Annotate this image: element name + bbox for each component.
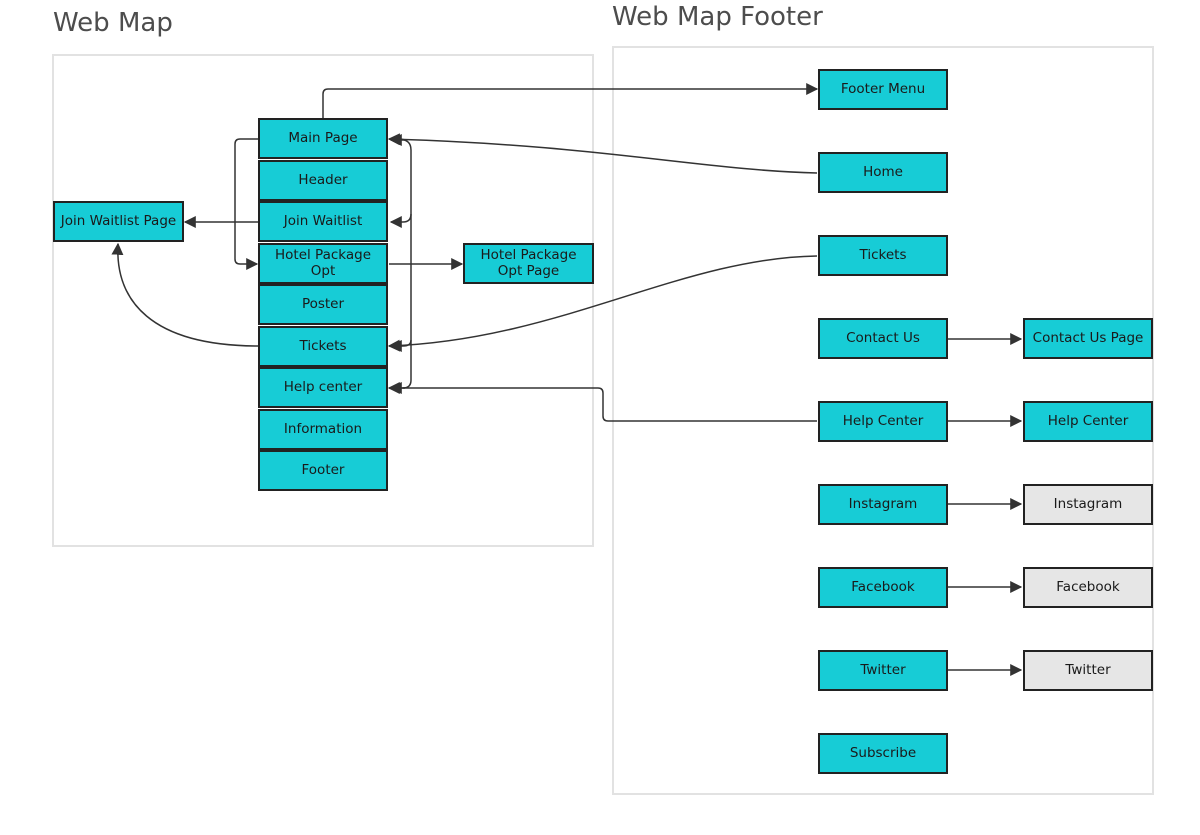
node-hotel-package-opt-page[interactable]: Hotel Package Opt Page [463, 243, 594, 284]
node-hotel-package-opt[interactable]: Hotel Package Opt [258, 243, 388, 284]
node-tickets[interactable]: Tickets [258, 326, 388, 367]
node-help-center[interactable]: Help center [258, 367, 388, 408]
node-information[interactable]: Information [258, 409, 388, 450]
node-footer-tickets[interactable]: Tickets [818, 235, 948, 276]
node-contact-us[interactable]: Contact Us [818, 318, 948, 359]
node-join-waitlist-page[interactable]: Join Waitlist Page [53, 201, 184, 242]
node-main-page[interactable]: Main Page [258, 118, 388, 159]
edge-main-page-to-hotel-opt [234, 138, 259, 270]
node-subscribe[interactable]: Subscribe [818, 733, 948, 774]
node-header[interactable]: Header [258, 160, 388, 201]
edge-footer-help-to-help-center [387, 382, 817, 422]
edge-right-bracket-tickets [389, 339, 412, 352]
node-join-waitlist[interactable]: Join Waitlist [258, 201, 388, 242]
node-footer-help-center[interactable]: Help Center [818, 401, 948, 442]
node-contact-us-page[interactable]: Contact Us Page [1023, 318, 1153, 359]
node-instagram[interactable]: Instagram [818, 484, 948, 525]
node-facebook[interactable]: Facebook [818, 567, 948, 608]
node-instagram-external[interactable]: Instagram [1023, 484, 1153, 525]
edge-footer-tickets-to-tickets [387, 255, 818, 352]
node-facebook-external[interactable]: Facebook [1023, 567, 1153, 608]
edge-home-to-main-page [387, 133, 818, 174]
node-footer-menu[interactable]: Footer Menu [818, 69, 948, 110]
web-map-title: Web Map [53, 8, 173, 38]
node-footer[interactable]: Footer [258, 450, 388, 491]
node-poster[interactable]: Poster [258, 284, 388, 325]
node-twitter-external[interactable]: Twitter [1023, 650, 1153, 691]
node-help-center-page[interactable]: Help Center [1023, 401, 1153, 442]
node-twitter[interactable]: Twitter [818, 650, 948, 691]
edge-right-bracket-join [389, 213, 412, 228]
edge-tickets-to-join-waitlist-page [111, 242, 260, 347]
web-map-footer-title: Web Map Footer [612, 2, 823, 32]
node-home[interactable]: Home [818, 152, 948, 193]
edge-main-page-to-footer-menu [322, 83, 819, 118]
